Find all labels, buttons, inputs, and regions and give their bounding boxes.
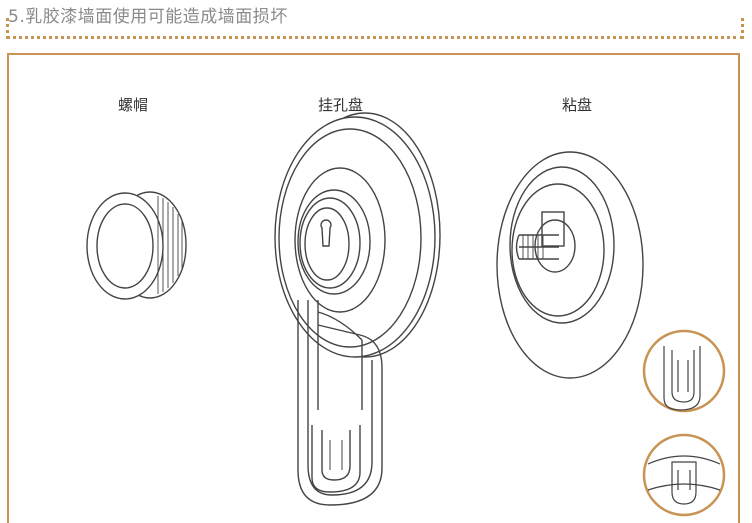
section-title: 5.乳胶漆墙面使用可能造成墙面损坏 bbox=[8, 7, 288, 27]
dotted-border-left bbox=[6, 18, 9, 36]
dotted-border-right bbox=[741, 18, 744, 36]
label-hook-disc: 挂孔盘 bbox=[318, 96, 364, 114]
label-cap: 螺帽 bbox=[118, 96, 149, 114]
cap-drawing bbox=[86, 191, 187, 300]
dotted-divider bbox=[6, 36, 744, 39]
detail-circle-2 bbox=[642, 433, 726, 517]
hook-disc-drawing bbox=[274, 112, 441, 506]
detail-circle-1 bbox=[642, 329, 726, 413]
suction-disc-drawing bbox=[496, 151, 644, 379]
label-suction-disc: 粘盘 bbox=[562, 96, 593, 114]
